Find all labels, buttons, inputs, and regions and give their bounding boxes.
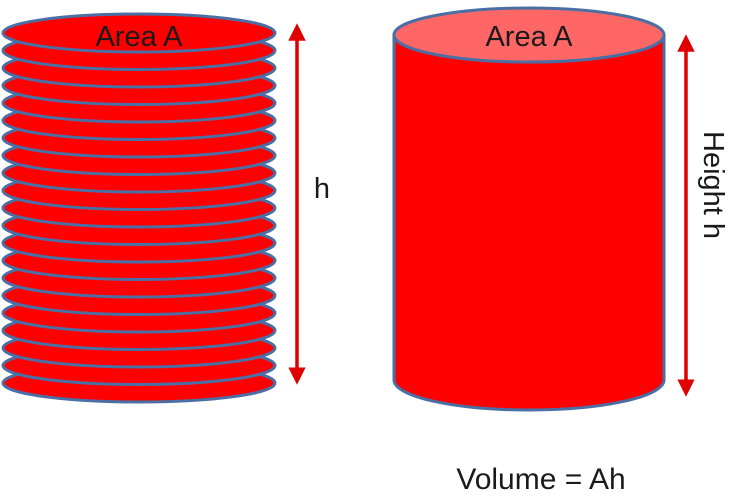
volume-formula: Volume = Ah: [456, 463, 625, 496]
left-stacked-cylinder: [1, 12, 277, 404]
right-area-label: Area A: [485, 21, 573, 53]
left-cylinder-top-slice: [1, 12, 277, 54]
right-solid-cylinder: [392, 6, 666, 412]
left-area-label: Area A: [95, 21, 183, 53]
left-height-label: h: [314, 173, 330, 205]
right-cylinder-body: [392, 33, 666, 412]
right-cylinder-top: [392, 6, 666, 64]
right-height-label: Height h: [697, 131, 729, 239]
